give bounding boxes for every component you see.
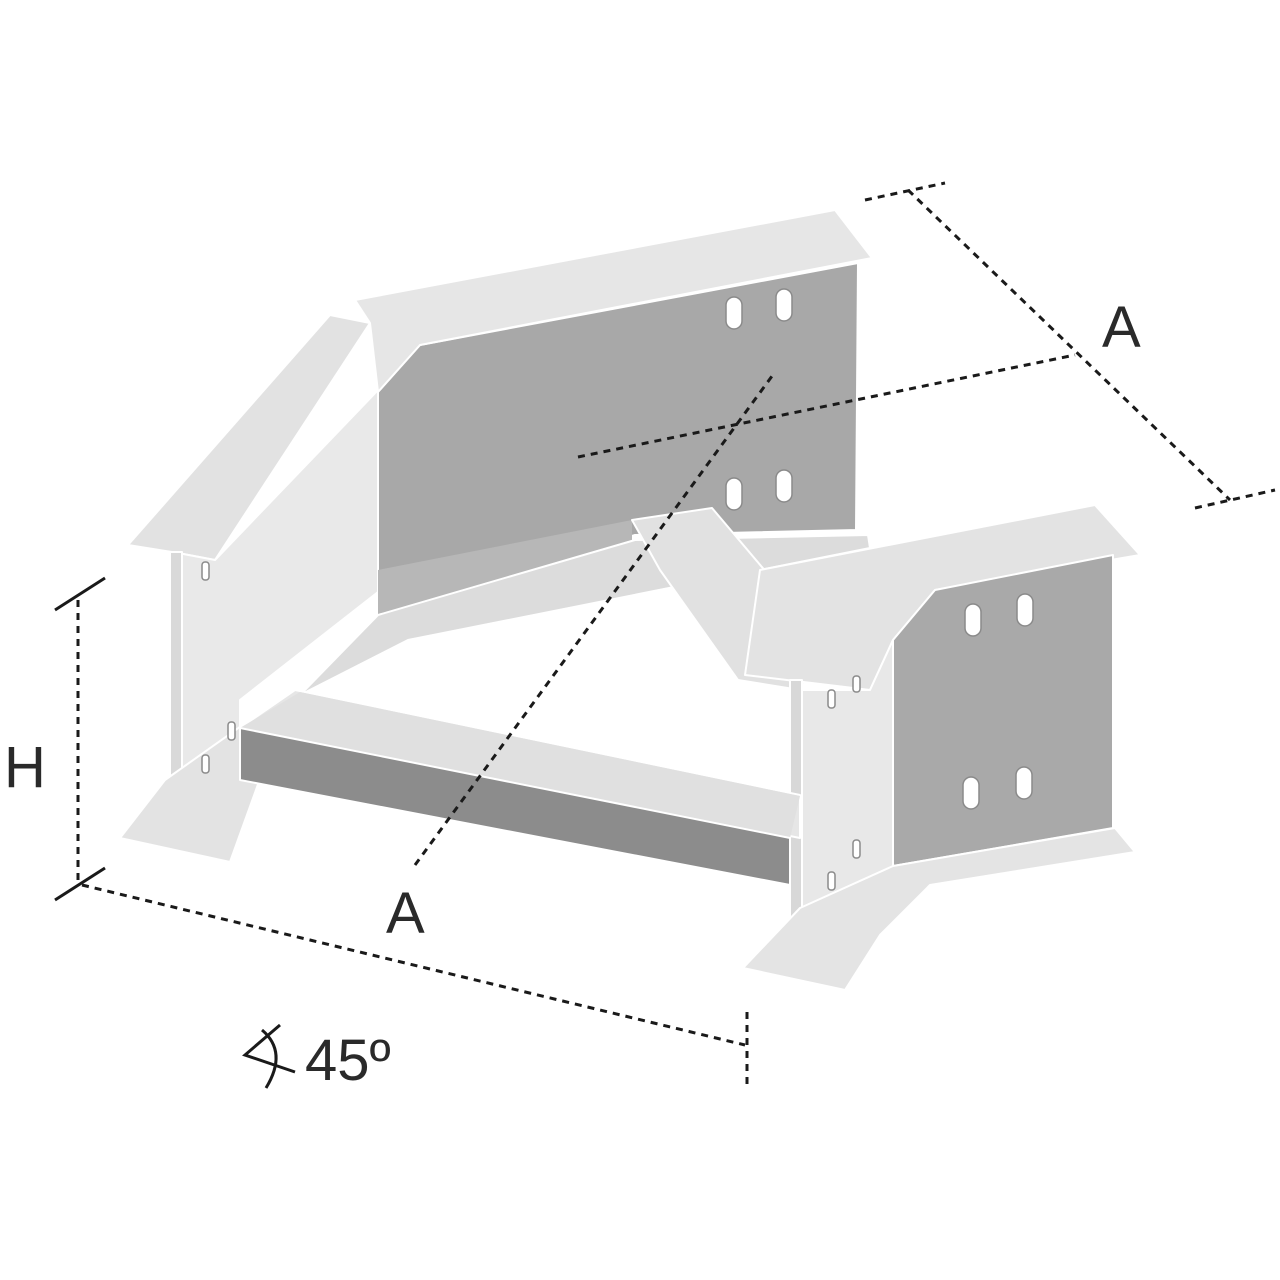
slot <box>827 871 836 891</box>
dimension-tick-a-bottom <box>1194 488 1276 510</box>
slot <box>227 721 236 741</box>
dimension-tick-a-top <box>864 181 946 202</box>
dimension-tick-h-top <box>54 576 106 612</box>
slot <box>725 296 743 330</box>
slot <box>201 754 210 774</box>
slot <box>852 675 861 693</box>
slot <box>962 776 980 810</box>
slot <box>725 477 743 511</box>
slot <box>964 603 982 637</box>
dimension-line-a-axis <box>577 353 1076 459</box>
angle-icon <box>242 1023 296 1089</box>
slot <box>827 689 836 709</box>
dimension-tick-h-bottom <box>54 866 106 902</box>
front-rung-side <box>239 727 791 886</box>
label-angle: 45º <box>305 1028 391 1093</box>
slot <box>1015 766 1033 800</box>
label-a-bottom: A <box>386 881 425 946</box>
back-side-wall-lower <box>378 520 632 618</box>
right-bottom-flange <box>742 827 1136 991</box>
cable-tray-body <box>119 209 1141 991</box>
slot <box>775 469 793 503</box>
back-top-flange <box>354 209 873 393</box>
slot <box>852 839 861 859</box>
dimension-line-a-outer <box>906 188 1232 502</box>
dimension-lines <box>54 181 1276 1090</box>
slot <box>775 288 793 322</box>
slot <box>201 561 210 581</box>
dimension-line-bottom <box>81 883 746 1047</box>
dimension-line-a-diagonal <box>413 371 777 866</box>
right-side-wall <box>892 554 1114 867</box>
front-rung-top-face <box>240 692 800 838</box>
label-h: H <box>4 735 46 800</box>
slot <box>1016 593 1034 627</box>
label-a-top: A <box>1102 295 1141 360</box>
